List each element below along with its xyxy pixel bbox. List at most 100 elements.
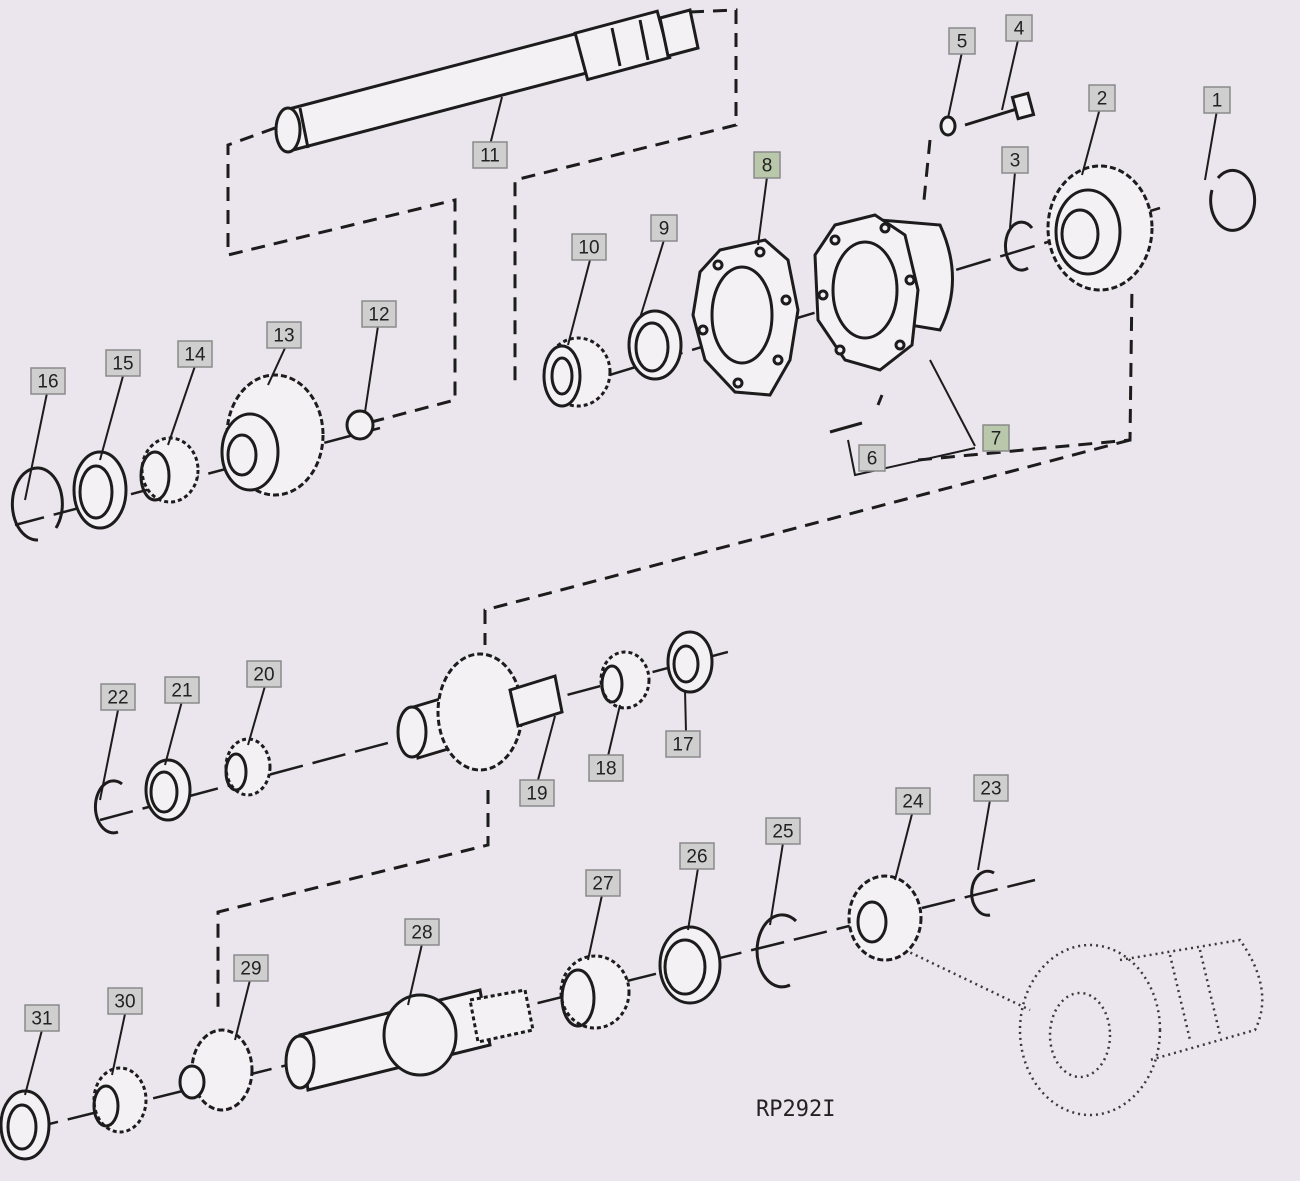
callout-1: 1 xyxy=(1203,86,1231,114)
pin-6 xyxy=(829,421,863,434)
bearing-20 xyxy=(224,737,272,797)
retaining-ring-22 xyxy=(93,779,123,835)
gear-shaft-19 xyxy=(396,652,564,772)
callout-number: 31 xyxy=(31,1009,52,1030)
assembly-guide-lines xyxy=(216,8,1134,1010)
seal-17 xyxy=(666,630,714,694)
callout-number: 24 xyxy=(902,792,924,813)
callout-box xyxy=(404,918,440,946)
callout-number: 28 xyxy=(411,923,432,944)
callout-12: 12 xyxy=(361,300,397,328)
callout-29: 29 xyxy=(233,954,269,982)
callout-box xyxy=(1001,146,1029,174)
callout-number: 1 xyxy=(1212,91,1223,112)
callout-box xyxy=(765,817,801,845)
callout-box xyxy=(1203,86,1231,114)
retaining-ring-16 xyxy=(10,466,64,542)
callout-8: 8 xyxy=(753,151,781,179)
callout-box xyxy=(588,754,624,782)
callout-26: 26 xyxy=(679,842,715,870)
callout-box xyxy=(100,683,136,711)
callout-5: 5 xyxy=(948,27,976,55)
callout-14: 14 xyxy=(177,340,213,368)
callout-box xyxy=(24,1004,60,1032)
callout-number: 13 xyxy=(273,326,294,347)
callout-2: 2 xyxy=(1088,84,1116,112)
shaft-28 xyxy=(284,988,535,1092)
callout-9: 9 xyxy=(650,214,678,242)
leader-lines xyxy=(24,39,1218,1096)
bearing-30 xyxy=(92,1066,148,1134)
bearing-27 xyxy=(559,954,631,1030)
bearing-14 xyxy=(139,436,200,504)
seal-15 xyxy=(72,450,128,530)
seal-9 xyxy=(627,309,683,381)
callout-number: 7 xyxy=(991,429,1002,450)
callout-21: 21 xyxy=(164,676,200,704)
callout-4: 4 xyxy=(1005,14,1033,42)
callout-box xyxy=(519,779,555,807)
callout-box xyxy=(973,774,1009,802)
callout-19: 19 xyxy=(519,779,555,807)
callout-box xyxy=(665,730,701,758)
callout-box xyxy=(107,987,143,1015)
snap-ring-25 xyxy=(755,913,798,989)
callout-number: 10 xyxy=(578,238,599,259)
callout-number: 21 xyxy=(171,681,192,702)
callout-6: 6 xyxy=(858,444,886,472)
callout-27: 27 xyxy=(585,869,621,897)
seal-26 xyxy=(658,925,722,1005)
callout-box xyxy=(585,869,621,897)
callout-11: 11 xyxy=(472,141,508,169)
callout-28: 28 xyxy=(404,918,440,946)
snap-ring-23 xyxy=(970,869,995,917)
callout-labels: 1234567891011121314151617181920212223242… xyxy=(24,14,1231,1032)
callout-number: 25 xyxy=(772,822,793,843)
callout-number: 16 xyxy=(37,372,58,393)
callout-16: 16 xyxy=(30,367,66,395)
callout-box xyxy=(30,367,66,395)
callout-number: 11 xyxy=(480,146,500,167)
gasket-8 xyxy=(691,238,800,397)
callout-number: 17 xyxy=(672,735,693,756)
callout-box xyxy=(895,787,931,815)
callout-18: 18 xyxy=(588,754,624,782)
callout-box xyxy=(246,660,282,688)
retaining-ring-1 xyxy=(1209,168,1257,232)
callout-number: 15 xyxy=(112,354,133,375)
callout-box xyxy=(982,424,1010,452)
gear-2 xyxy=(1046,164,1154,292)
callout-box xyxy=(1005,14,1033,42)
callout-20: 20 xyxy=(246,660,282,688)
callout-number: 30 xyxy=(114,992,135,1013)
washer-5 xyxy=(939,115,957,137)
callout-box xyxy=(472,141,508,169)
callout-box xyxy=(571,233,607,261)
callout-number: 26 xyxy=(686,847,707,868)
alternate-gear-assembly-phantom xyxy=(1018,938,1264,1117)
callout-number: 5 xyxy=(957,32,968,53)
callout-box xyxy=(164,676,200,704)
callout-number: 6 xyxy=(867,449,878,470)
callout-number: 2 xyxy=(1097,89,1108,110)
callout-box xyxy=(105,349,141,377)
housing-7 xyxy=(813,213,954,372)
callout-24: 24 xyxy=(895,787,931,815)
seal-31 xyxy=(0,1089,51,1161)
callout-number: 3 xyxy=(1010,151,1021,172)
gear-13 xyxy=(220,373,325,497)
callout-box xyxy=(266,321,302,349)
callout-15: 15 xyxy=(105,349,141,377)
callout-number: 12 xyxy=(368,305,389,326)
callout-box xyxy=(650,214,678,242)
callout-17: 17 xyxy=(665,730,701,758)
callout-number: 27 xyxy=(592,874,613,895)
callout-25: 25 xyxy=(765,817,801,845)
bearing-10 xyxy=(542,336,612,408)
figure-reference-code: RP292I xyxy=(756,1097,835,1122)
bearing-18 xyxy=(599,650,651,710)
callout-number: 8 xyxy=(762,156,773,177)
callout-box xyxy=(679,842,715,870)
bolt-4 xyxy=(964,91,1036,127)
